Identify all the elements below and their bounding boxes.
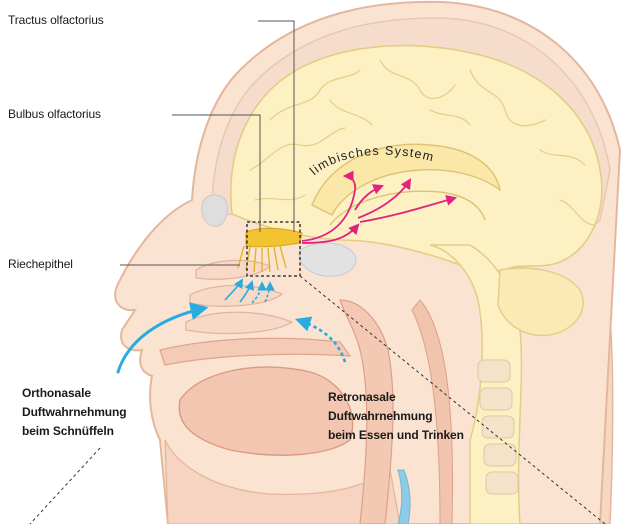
orthonasal-line1: Orthonasale (22, 384, 127, 403)
orthonasal-line3: beim Schnüffeln (22, 422, 127, 441)
bulbus-label: Bulbus olfactorius (8, 107, 101, 121)
retronasal-label: Retronasale Duftwahrnehmung beim Essen u… (328, 388, 464, 445)
retronasal-line1: Retronasale (328, 388, 464, 407)
tractus-label: Tractus olfactorius (8, 13, 104, 27)
zoom-guide-left (30, 448, 100, 524)
orthonasal-label: Orthonasale Duftwahrnehmung beim Schnüff… (22, 384, 127, 441)
retronasal-line3: beim Essen und Trinken (328, 426, 464, 445)
frontal-sinus (202, 195, 228, 226)
retronasal-line2: Duftwahrnehmung (328, 407, 464, 426)
riechepithel-label: Riechepithel (8, 257, 73, 271)
orthonasal-line2: Duftwahrnehmung (22, 403, 127, 422)
